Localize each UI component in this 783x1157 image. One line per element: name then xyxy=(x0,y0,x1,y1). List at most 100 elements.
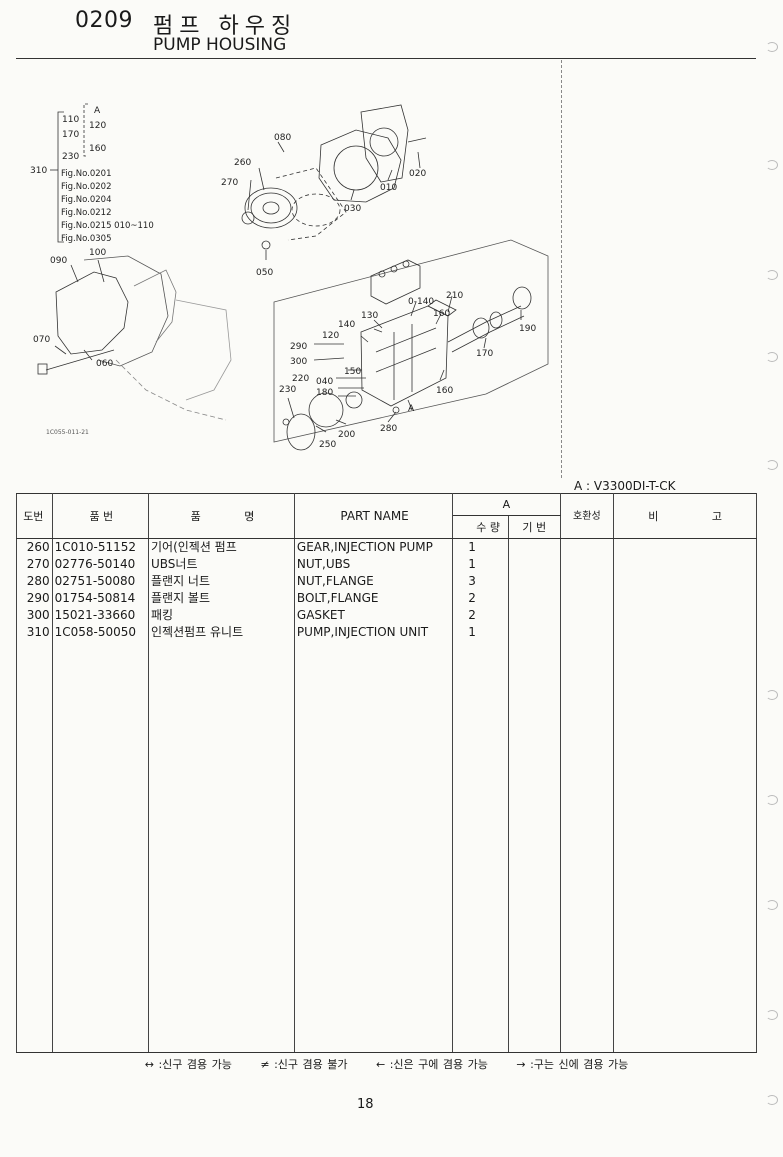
header-part-name: PART NAME xyxy=(293,493,454,539)
cell-part-no: 1C010-51152 xyxy=(51,538,149,556)
cell-part-no: 1C058-50050 xyxy=(51,624,149,641)
header-ref-no: 도번 xyxy=(16,493,53,539)
legend-item-not-interchangeable: ≠ :신구 겸용 불가 xyxy=(260,1058,348,1071)
compatibility-legend: ↔ :신구 겸용 가능 ≠ :신구 겸용 불가 ← :신은 구에 겸용 가능 →… xyxy=(16,1056,757,1072)
callout: 180 xyxy=(316,388,333,398)
legend-fig-0204: Fig.No.0204 xyxy=(61,195,111,205)
binding-ring xyxy=(766,352,778,362)
model-designation: A : V3300DI-T-CK xyxy=(574,479,676,493)
header-rule xyxy=(16,58,756,59)
cell-quantity: 1 xyxy=(452,556,510,573)
cell-remark xyxy=(613,573,757,590)
callout: 200 xyxy=(338,430,355,440)
binding-ring xyxy=(766,690,778,700)
figure-code: 1C055-011-21 xyxy=(46,429,89,436)
callout: 160 xyxy=(433,309,450,319)
diagram-drawing: A 110 120 170 160 230 310 Fig.No.0201 Fi… xyxy=(30,103,549,451)
cell-part-name: GASKET xyxy=(293,607,454,624)
cell-compat xyxy=(559,556,615,573)
binding-ring xyxy=(766,42,778,52)
cell-compat xyxy=(559,573,615,590)
legend-label-120: 120 xyxy=(89,121,106,131)
cell-part-no: 02751-50080 xyxy=(51,573,149,590)
cell-ref-no: 310 xyxy=(16,624,53,641)
legend-fig-0202: Fig.No.0202 xyxy=(61,182,111,192)
cell-remark xyxy=(613,538,757,556)
callout: 010 xyxy=(380,183,397,193)
callout: 150 xyxy=(344,367,361,377)
legend-fig-0212: Fig.No.0212 xyxy=(61,208,111,218)
cell-compat xyxy=(559,624,615,641)
legend-item-interchangeable: ↔ :신구 겸용 가능 xyxy=(144,1058,232,1071)
cell-part-name: NUT,FLANGE xyxy=(293,573,454,590)
callout: 100 xyxy=(89,248,106,258)
exploded-parts-diagram: A 110 120 170 160 230 310 Fig.No.0201 Fi… xyxy=(16,60,561,478)
legend-label-160: 160 xyxy=(89,144,106,154)
callout: 090 xyxy=(50,256,67,266)
parts-table: 도번 품 번 품 명 PART NAME A 호환성 비 고 수 량 기 번 2… xyxy=(16,493,757,1053)
legend-label-310: 310 xyxy=(30,166,47,176)
legend-fig-0215: Fig.No.0215 010~110 xyxy=(61,221,154,231)
header-part-no: 품 번 xyxy=(51,493,149,539)
table-row: 260 1C010-51152 기어(인젝션 펌프 GEAR,INJECTION… xyxy=(16,538,757,556)
cell-remark xyxy=(613,607,757,624)
header-name-kr: 품 명 xyxy=(147,493,295,539)
header-symbol: 기 번 xyxy=(508,515,561,539)
cell-symbol xyxy=(508,556,561,573)
cell-compat xyxy=(559,538,615,556)
legend-item-old-replaces-new: → :구는 신에 겸용 가능 xyxy=(516,1058,629,1071)
legend-label-a: A xyxy=(94,106,101,116)
binding-ring xyxy=(766,1095,778,1105)
cell-part-no: 15021-33660 xyxy=(51,607,149,624)
cell-symbol xyxy=(508,590,561,607)
cell-part-name: PUMP,INJECTION UNIT xyxy=(293,624,454,641)
header-group-a: A xyxy=(452,493,561,516)
callout: 120 xyxy=(322,331,339,341)
cell-part-no: 01754-50814 xyxy=(51,590,149,607)
cell-symbol xyxy=(508,573,561,590)
cell-part-name: GEAR,INJECTION PUMP xyxy=(293,538,454,556)
legend-item-new-replaces-old: ← :신은 구에 겸용 가능 xyxy=(376,1058,488,1071)
cell-remark xyxy=(613,624,757,641)
cell-name-kr: 기어(인젝션 펌프 xyxy=(147,538,295,556)
callout: 230 xyxy=(279,385,296,395)
cell-name-kr: 플랜지 볼트 xyxy=(147,590,295,607)
callout: 300 xyxy=(290,357,307,367)
cell-symbol xyxy=(508,607,561,624)
table-row: 290 01754-50814 플랜지 볼트 BOLT,FLANGE 2 xyxy=(16,590,757,607)
cell-quantity: 1 xyxy=(452,624,510,641)
callout: 260 xyxy=(234,158,251,168)
cell-part-name: BOLT,FLANGE xyxy=(293,590,454,607)
cell-symbol xyxy=(508,538,561,556)
cell-quantity: 3 xyxy=(452,573,510,590)
table-row: 280 02751-50080 플랜지 너트 NUT,FLANGE 3 xyxy=(16,573,757,590)
page-number: 18 xyxy=(357,1097,374,1112)
callout: 080 xyxy=(274,133,291,143)
binding-ring xyxy=(766,795,778,805)
cell-ref-no: 300 xyxy=(16,607,53,624)
table-row: 270 02776-50140 UBS너트 NUT,UBS 1 xyxy=(16,556,757,573)
cell-part-name: NUT,UBS xyxy=(293,556,454,573)
header-quantity: 수 량 xyxy=(452,515,510,539)
binding-ring xyxy=(766,270,778,280)
cell-quantity: 1 xyxy=(452,538,510,556)
callout: A xyxy=(408,404,415,414)
legend-label-170: 170 xyxy=(62,130,79,140)
section-code: 0209 xyxy=(75,8,133,33)
callout: 190 xyxy=(519,324,536,334)
legend-label-110: 110 xyxy=(62,115,79,125)
page-title-korean: 펌프 하우징 xyxy=(153,14,298,39)
callout: 030 xyxy=(344,204,361,214)
cell-part-no: 02776-50140 xyxy=(51,556,149,573)
callout: 220 xyxy=(292,374,309,384)
legend-label-230: 230 xyxy=(62,152,79,162)
cell-compat xyxy=(559,607,615,624)
callout: 170 xyxy=(476,349,493,359)
legend-fig-0305: Fig.No.0305 xyxy=(61,234,111,244)
cell-name-kr: 패킹 xyxy=(147,607,295,624)
callout: 0-140 xyxy=(408,297,434,307)
cell-compat xyxy=(559,590,615,607)
cell-quantity: 2 xyxy=(452,607,510,624)
callout: 290 xyxy=(290,342,307,352)
cell-ref-no: 260 xyxy=(16,538,53,556)
